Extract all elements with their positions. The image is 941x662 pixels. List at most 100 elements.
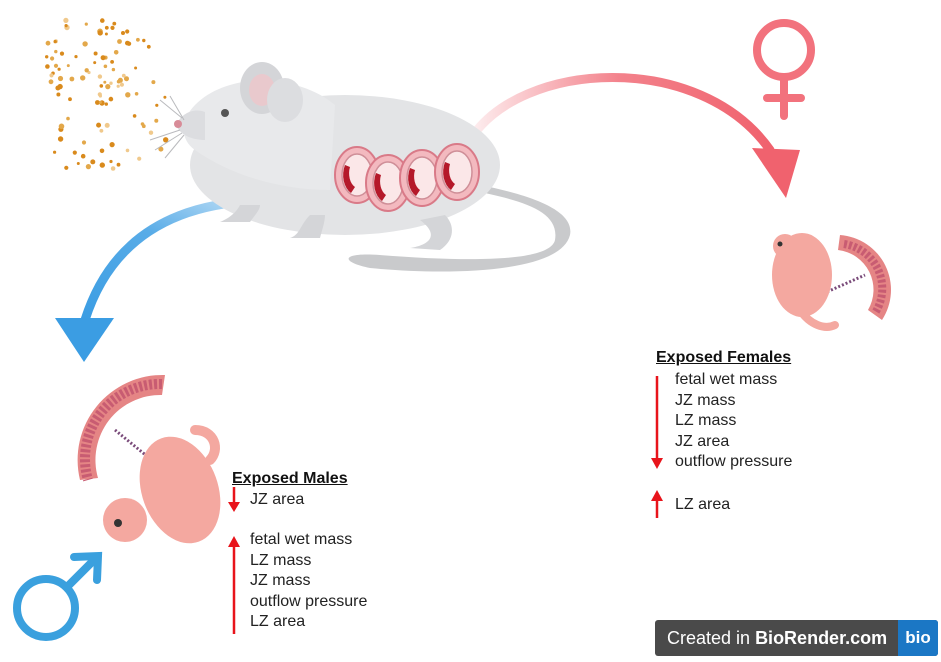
particle <box>117 39 122 44</box>
particle <box>98 100 102 104</box>
particle <box>163 137 169 143</box>
particle <box>134 66 138 70</box>
particle <box>108 96 114 102</box>
females-decreased-item: LZ mass <box>675 412 737 429</box>
female-arrow <box>465 73 800 198</box>
watermark-text: Created in BioRender.com <box>667 627 888 648</box>
embryo-placenta <box>343 165 355 193</box>
female-symbol-icon <box>753 19 815 120</box>
particle <box>97 92 102 97</box>
females-block: Exposed Females <box>656 348 791 369</box>
particle <box>121 73 126 78</box>
particle <box>151 80 156 85</box>
particle <box>117 77 123 83</box>
particle <box>57 67 61 71</box>
particle <box>104 32 108 36</box>
particle <box>134 92 139 96</box>
particle <box>56 92 61 97</box>
particle <box>109 81 113 85</box>
particle <box>111 67 116 72</box>
females-decreased-item: JZ mass <box>675 391 736 409</box>
particle <box>137 156 142 161</box>
particle <box>64 24 68 28</box>
particle <box>93 61 97 65</box>
males-increased-list: fetal wet mass LZ mass JZ mass outflow p… <box>250 530 367 633</box>
females-heading: Exposed Females <box>656 349 792 366</box>
down-arrow-icon <box>651 376 663 469</box>
females-decreased-item: fetal wet mass <box>675 371 778 388</box>
particle <box>58 123 65 130</box>
particle <box>110 25 115 30</box>
particle <box>104 25 109 30</box>
particles-icon <box>45 17 169 171</box>
males-increased-item: outflow pressure <box>250 592 368 610</box>
particle <box>109 142 115 148</box>
particle <box>125 148 130 153</box>
particle <box>53 63 59 68</box>
particle <box>66 64 70 68</box>
particle <box>110 166 116 171</box>
particle <box>103 64 108 69</box>
males-increased-item: JZ mass <box>250 572 311 589</box>
embryo-placenta <box>408 168 420 196</box>
biorender-watermark[interactable]: Created in BioRender.com bio <box>655 620 938 656</box>
particle <box>109 159 113 164</box>
particle <box>90 159 96 165</box>
particle <box>45 55 49 59</box>
particle <box>136 37 140 42</box>
particle <box>72 150 77 155</box>
particle <box>80 75 86 81</box>
particle <box>158 146 164 152</box>
particle <box>100 18 105 23</box>
particle <box>112 21 117 26</box>
particle <box>116 162 121 167</box>
particle <box>105 84 111 90</box>
particle <box>121 31 125 35</box>
particle <box>148 130 154 135</box>
particle <box>50 56 55 61</box>
males-decreased-item: JZ area <box>250 490 305 508</box>
particle <box>85 164 91 170</box>
particle <box>100 55 106 61</box>
particle <box>132 114 137 118</box>
down-arrow-icon <box>228 487 240 512</box>
particle <box>55 85 61 91</box>
particle <box>54 49 58 54</box>
males-increased-item: LZ area <box>250 613 306 630</box>
particle <box>59 51 65 56</box>
particle <box>154 118 159 123</box>
male-symbol-icon <box>13 551 103 641</box>
particle <box>99 128 104 133</box>
particle <box>66 116 70 121</box>
particle <box>57 75 64 82</box>
particle <box>64 165 69 170</box>
females-decreased-item: JZ area <box>675 432 730 450</box>
particle <box>116 84 120 88</box>
females-decreased-item: outflow pressure <box>675 453 793 470</box>
particle <box>104 102 109 106</box>
particle <box>81 140 87 145</box>
particle <box>163 95 167 99</box>
particle <box>95 100 100 105</box>
particle <box>84 22 88 26</box>
particle <box>125 92 131 98</box>
particle <box>110 60 114 64</box>
particle <box>155 103 159 107</box>
fetus-placenta-icon <box>772 233 891 331</box>
particle <box>124 76 129 82</box>
males-heading: Exposed Males <box>232 470 348 487</box>
particle <box>49 73 54 78</box>
particle <box>57 136 64 142</box>
particle <box>113 50 119 55</box>
particle <box>97 30 103 36</box>
females-increased-item: LZ area <box>675 496 731 513</box>
particle <box>84 68 89 73</box>
particle <box>45 64 50 69</box>
particle <box>125 29 130 34</box>
particle <box>48 79 54 85</box>
males-increased-item: fetal wet mass <box>250 531 353 548</box>
males-block: Exposed Males JZ area <box>232 469 348 510</box>
particle <box>99 148 105 154</box>
particle <box>82 41 88 47</box>
up-arrow-icon <box>228 536 240 634</box>
